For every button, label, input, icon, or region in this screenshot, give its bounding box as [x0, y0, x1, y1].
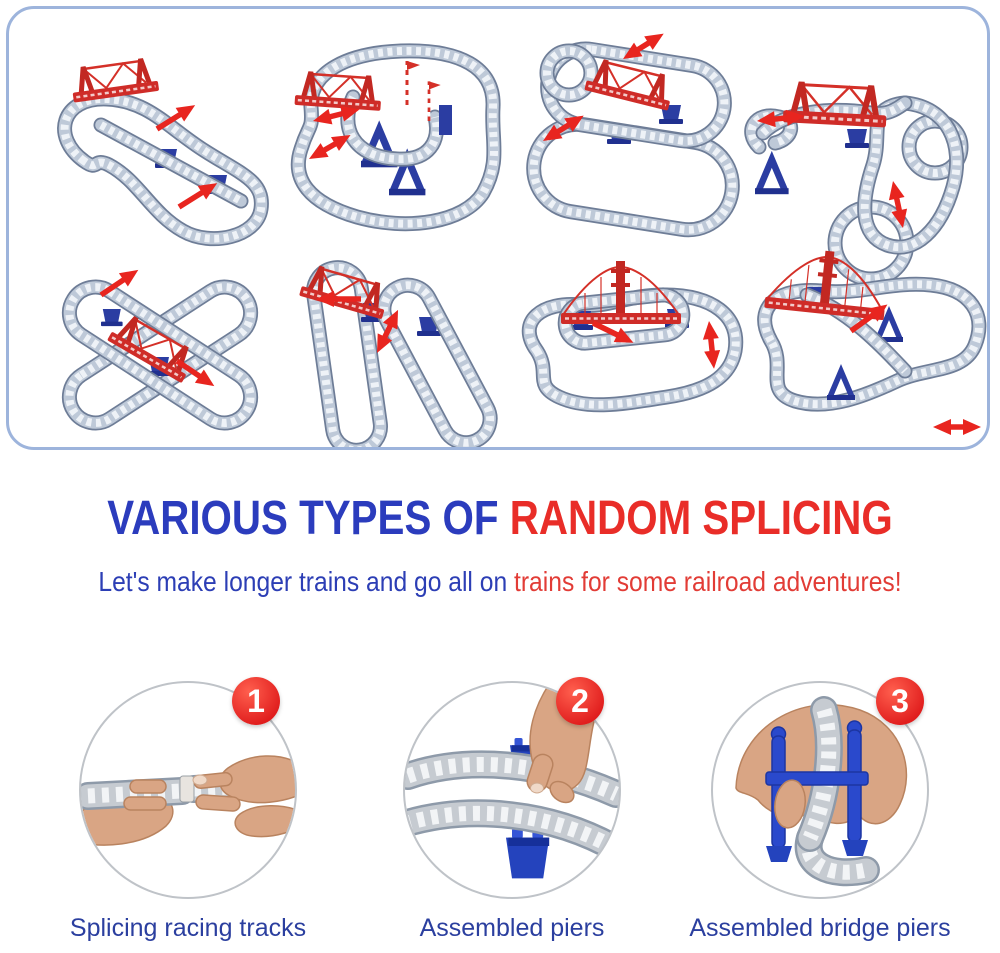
step-number-badge: 1: [232, 677, 280, 725]
track-layout-1: [65, 57, 262, 239]
left-finger: [123, 796, 167, 811]
left-finger: [129, 779, 167, 794]
track-layouts-graphic: [9, 9, 987, 447]
circle-frame: [403, 681, 621, 899]
step3-photo: [711, 681, 929, 899]
assembly-step-1: 1 Splicing racing tracks: [70, 677, 306, 942]
track-layout-2: [294, 51, 494, 224]
fingernail: [530, 782, 544, 794]
signal-flag-icon: [405, 59, 422, 107]
thumb: [549, 780, 575, 804]
track-layout-7: [529, 259, 736, 405]
step1-photo: [79, 681, 297, 899]
page-title: VARIOUS TYPES OF RANDOM SPLICING: [80, 492, 920, 545]
right-thumb: [195, 794, 241, 812]
title-blue-part: VARIOUS TYPES OF: [107, 492, 510, 545]
page-subtitle: Let's make longer trains and go all on t…: [60, 566, 940, 598]
pier: [845, 129, 869, 148]
track-layouts-panel: [6, 6, 990, 450]
step-caption: Assembled piers: [419, 914, 605, 942]
track-layout-5: [59, 263, 260, 433]
circle-frame: [79, 681, 297, 899]
step2-photo: [403, 681, 621, 899]
track-layout-6: [299, 263, 498, 447]
a-frame-pier: [827, 371, 855, 400]
fingernail: [192, 774, 208, 786]
subtitle-blue-part: Let's make longer trains and go all on: [98, 566, 515, 597]
circle-frame: [711, 681, 929, 899]
step-number-badge: 3: [876, 677, 924, 725]
step-caption: Splicing racing tracks: [69, 914, 307, 942]
step-number-badge: 2: [556, 677, 604, 725]
track-layout-3: [527, 27, 738, 236]
direction-arrow: [933, 419, 981, 435]
thumb: [774, 779, 806, 829]
step-caption: Assembled bridge piers: [689, 914, 951, 942]
tall-suspension-bridge-icon: [559, 259, 683, 326]
title-red-part: RANDOM SPLICING: [509, 492, 893, 545]
track-layout-4: [752, 81, 961, 279]
direction-arrow: [701, 320, 722, 369]
a-frame-pier: [755, 159, 789, 194]
assembly-step-2: 2 Assembled piers: [402, 677, 622, 942]
pier: [101, 309, 123, 327]
suspension-bridge-icon: [294, 71, 382, 111]
suspension-bridge-icon: [69, 57, 159, 103]
assembly-step-3: 3 Assembled bridge piers: [689, 677, 951, 942]
subtitle-red-part: trains for some railroad adventures!: [514, 566, 902, 597]
pier: [439, 105, 452, 135]
track-connector: [179, 775, 195, 803]
